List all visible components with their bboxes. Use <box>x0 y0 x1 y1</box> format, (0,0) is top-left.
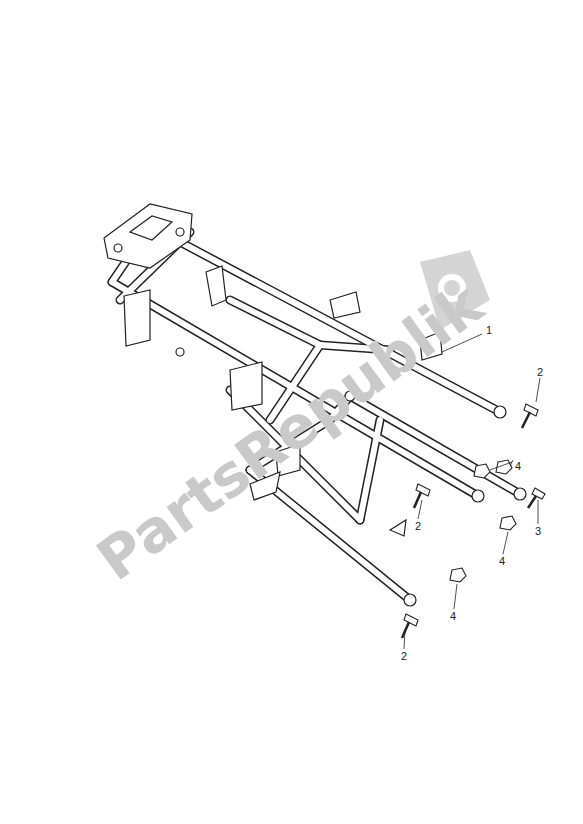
callout-number: 2 <box>537 367 543 378</box>
callout-number: 4 <box>499 556 505 567</box>
callout-number: 1 <box>486 325 492 336</box>
callout-number: 2 <box>401 651 407 662</box>
callout-number: 3 <box>535 526 541 537</box>
callout-number: 4 <box>515 461 521 472</box>
callout-number: 2 <box>415 521 421 532</box>
callout-number: 4 <box>450 611 456 622</box>
